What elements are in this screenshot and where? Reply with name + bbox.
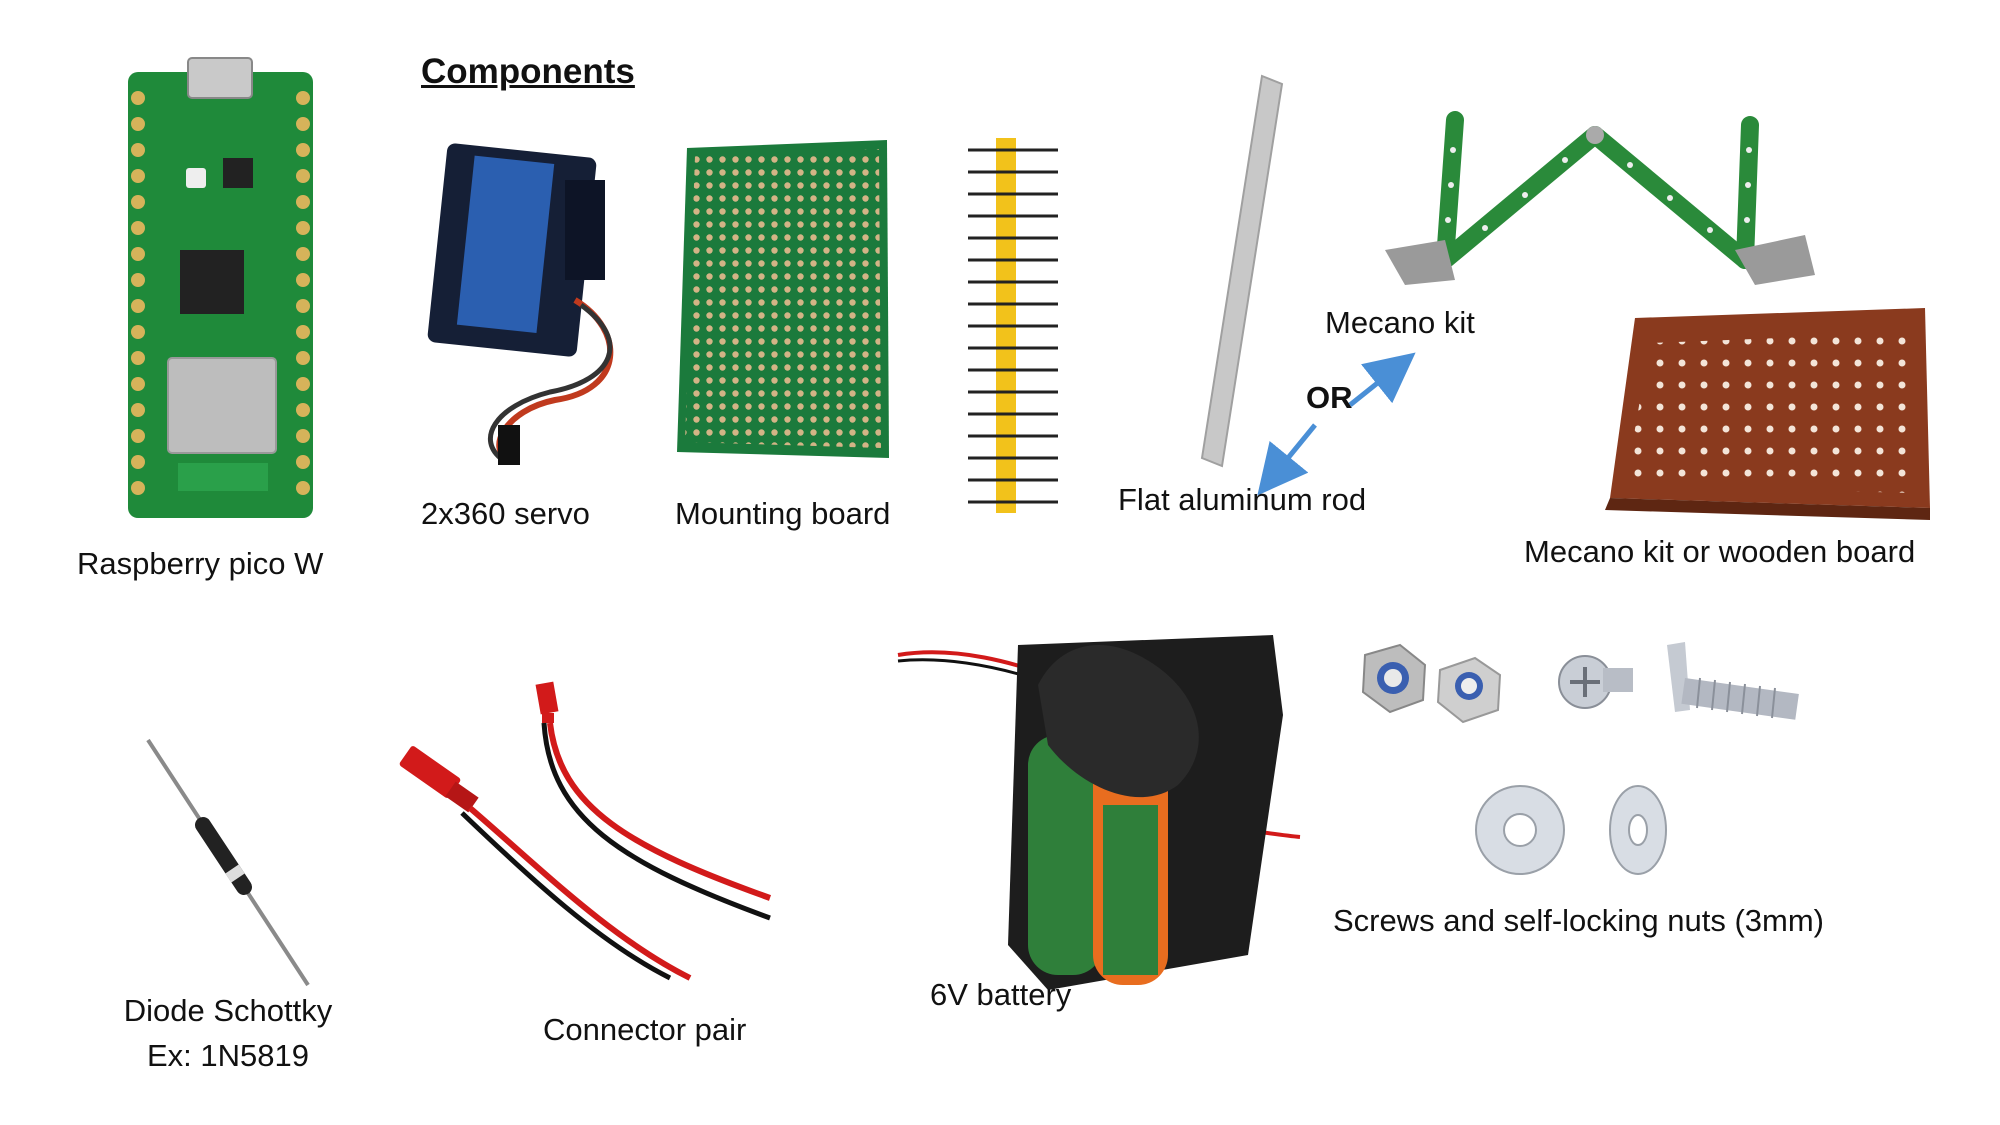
- or-arrows: [1257, 352, 1416, 496]
- mounting-board-image: [677, 140, 889, 458]
- connector-pair-image: [399, 681, 772, 981]
- raspberry-pico-image: [128, 57, 313, 518]
- mecano-kit-image: [1385, 111, 1815, 285]
- screws-nuts-image: [1361, 642, 1799, 875]
- diode-label-line2: Ex: 1N5819: [147, 1038, 309, 1073]
- aluminum-rod-image: [1200, 74, 1284, 468]
- mecano-kit-label: Mecano kit: [1325, 305, 1475, 340]
- battery-label: 6V battery: [930, 977, 1072, 1012]
- battery-holder-image: [897, 635, 1301, 990]
- servo-label: 2x360 servo: [421, 496, 590, 531]
- pico-label: Raspberry pico W: [77, 546, 324, 581]
- diode-image: [146, 738, 310, 987]
- rod-label: Flat aluminum rod: [1118, 482, 1367, 517]
- diode-label-line1: Diode Schottky: [123, 993, 333, 1028]
- mecano-tray-image: [1605, 308, 1930, 520]
- mecano-board-label: Mecano kit or wooden board: [1524, 534, 1916, 569]
- or-label: OR: [1306, 380, 1353, 415]
- connector-label: Connector pair: [543, 1012, 747, 1047]
- pin-header-image: [968, 138, 1058, 513]
- screws-label: Screws and self-locking nuts (3mm): [1333, 903, 1824, 938]
- servo-image: [427, 143, 614, 465]
- mounting-board-label: Mounting board: [675, 496, 891, 531]
- page-title: Components: [421, 52, 635, 91]
